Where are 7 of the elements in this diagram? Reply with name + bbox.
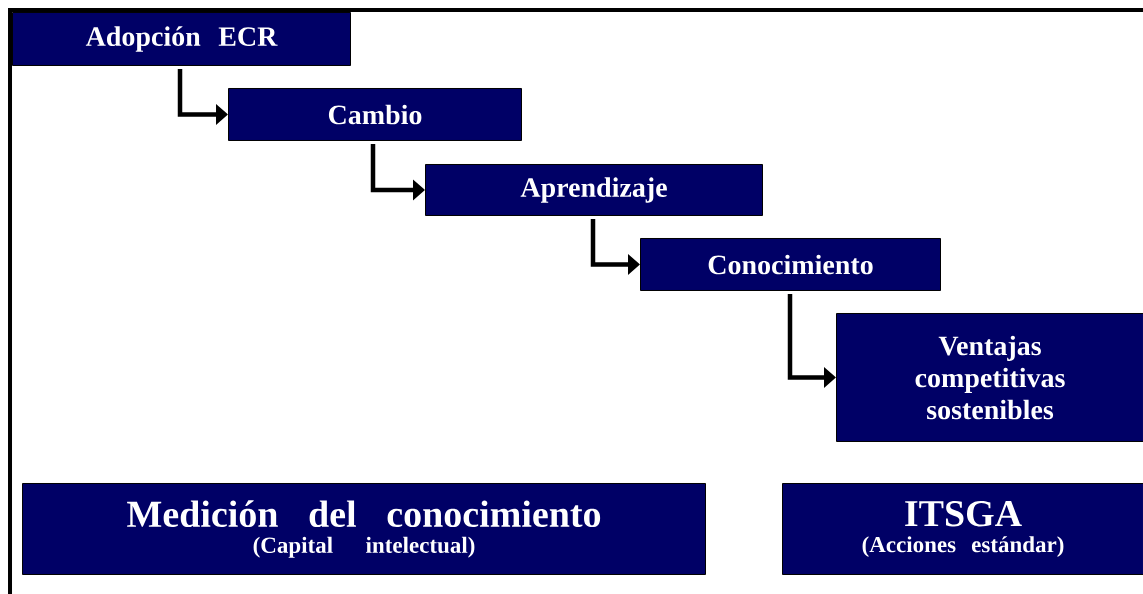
process-box: Cambio — [228, 88, 522, 141]
process-box: ITSGA (Acciones estándar) — [782, 483, 1143, 575]
process-box: Medición del conocimiento (Capital intelectual) — [22, 483, 706, 575]
process-box: Conocimiento — [640, 238, 941, 291]
process-box: Aprendizaje — [425, 164, 763, 216]
process-box: Adopción ECR — [12, 12, 351, 66]
process-box: Ventajas competitivas sostenibles — [836, 313, 1143, 442]
